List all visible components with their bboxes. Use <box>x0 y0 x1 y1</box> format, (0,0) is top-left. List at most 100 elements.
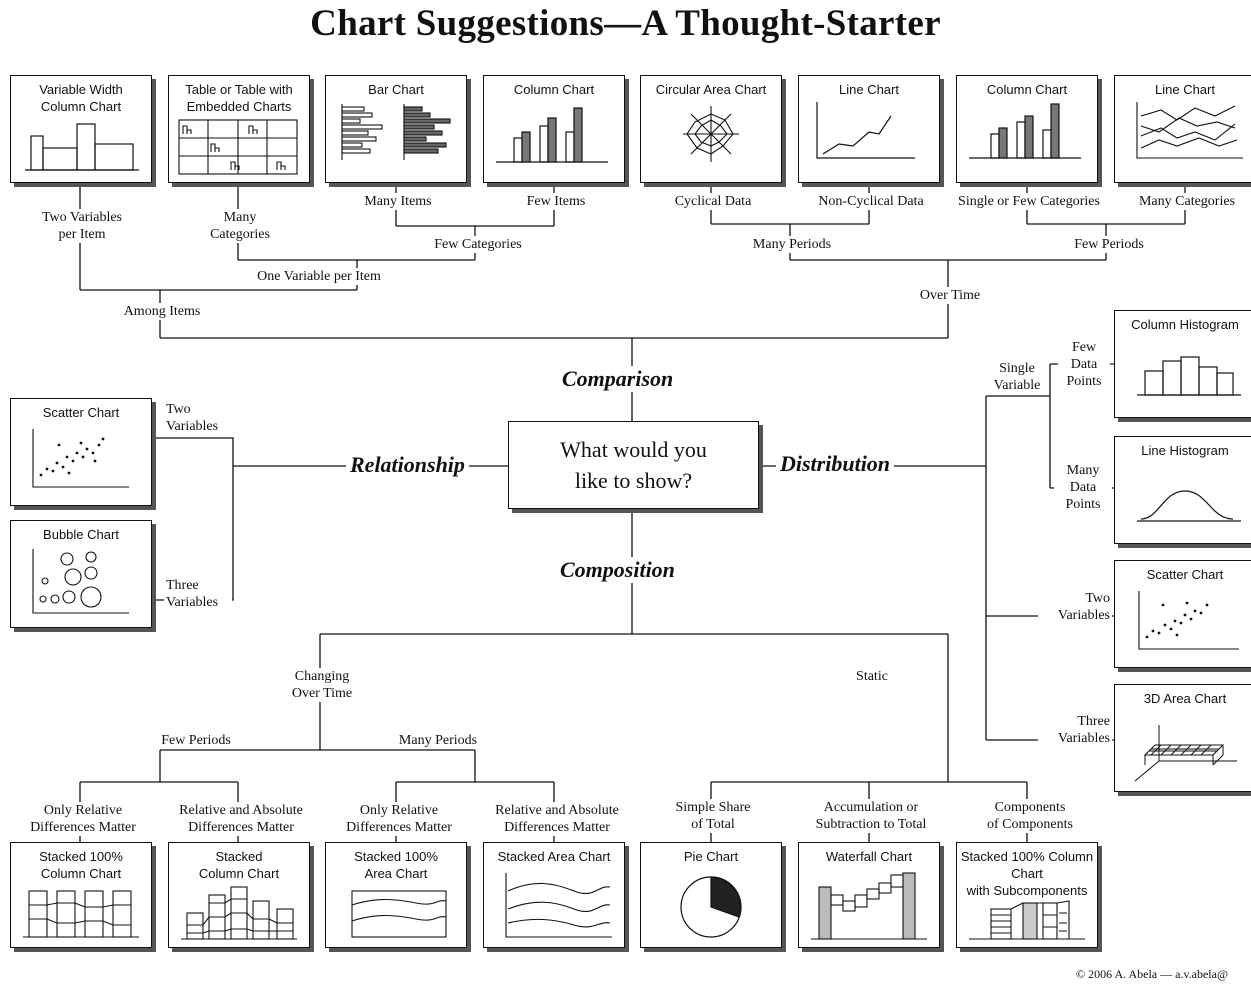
label-many-periods-bottom: Many Periods <box>388 732 488 749</box>
column-chart-icon <box>969 103 1081 159</box>
category-composition: Composition <box>556 557 679 583</box>
line-histogram-icon <box>1137 490 1241 522</box>
chart-label: Scatter Chart <box>1146 567 1224 582</box>
chart-label: Stacked Area Chart <box>497 849 611 864</box>
label-changing-over-time: Changing Over Time <box>280 668 364 702</box>
line-chart-icon <box>1136 102 1243 159</box>
circular-area-icon <box>683 106 739 162</box>
table-embedded-charts-icon <box>178 119 298 175</box>
chart-label: Scatter Chart <box>42 405 120 420</box>
chart-label: Column Chart <box>513 82 595 97</box>
stacked-column-icon <box>181 886 297 940</box>
chart-label: Line Chart <box>839 82 899 97</box>
chart-label: Column Chart <box>986 82 1068 97</box>
chart-box-variable-width-column: Variable Width Column Chart <box>10 75 152 183</box>
scatter-chart-icon <box>1138 591 1239 650</box>
chart-label: Pie Chart <box>683 849 739 864</box>
category-comparison: Comparison <box>558 366 678 392</box>
chart-label: Bar Chart <box>368 82 424 97</box>
label-many-items: Many Items <box>356 193 440 210</box>
label-few-periods: Few Periods <box>1064 236 1154 253</box>
chart-label: Line Chart <box>1155 82 1215 97</box>
category-distribution: Distribution <box>776 451 895 477</box>
chart-box-stacked-100-area: Stacked 100% Area Chart <box>325 842 467 948</box>
chart-label: Line Histogram <box>1141 443 1229 458</box>
label-one-variable-per-item: One Variable per Item <box>246 268 392 285</box>
chart-box-pie: Pie Chart <box>640 842 782 948</box>
chart-label: 3D Area Chart <box>1143 691 1227 706</box>
chart-label: Stacked 100% Area Chart <box>354 849 438 881</box>
chart-box-scatter: Scatter Chart <box>10 398 152 506</box>
label-over-time: Over Time <box>908 287 992 304</box>
chart-box-waterfall: Waterfall Chart <box>798 842 940 948</box>
bubble-chart-icon <box>32 549 129 614</box>
label-cyclical-data: Cyclical Data <box>664 193 762 210</box>
label-relative-and-absolute-1: Relative and Absolute Differences Matter <box>166 802 316 836</box>
label-two-variables-per-item: Two Variables per Item <box>32 209 132 243</box>
chart-box-scatter-distribution: Scatter Chart <box>1114 560 1251 668</box>
chart-label: Stacked Column Chart <box>198 849 280 881</box>
chart-box-line-noncyclical: Line Chart <box>798 75 940 183</box>
chart-label: Stacked 100% Column Chart <box>39 849 123 881</box>
chart-box-bubble: Bubble Chart <box>10 520 152 628</box>
label-relationship-two-variables: Two Variables <box>164 401 232 435</box>
label-distribution-three-variables: Three Variables <box>1038 713 1112 747</box>
bar-chart-icon <box>341 104 451 160</box>
chart-box-column-histogram: Column Histogram <box>1114 310 1251 418</box>
pie-chart-icon <box>680 876 742 938</box>
chart-box-table-embedded: Table or Table with Embedded Charts <box>168 75 310 183</box>
chart-label: Column Histogram <box>1131 317 1239 332</box>
chart-label: Bubble Chart <box>43 527 119 542</box>
label-single-or-few-categories: Single or Few Categories <box>950 193 1108 210</box>
chart-label: Waterfall Chart <box>825 849 913 864</box>
page-title: Chart Suggestions—A Thought-Starter <box>310 3 941 44</box>
label-single-variable: Single Variable <box>986 360 1048 394</box>
label-many-data-points: Many Data Points <box>1054 462 1112 513</box>
center-question: What would you like to show? <box>508 421 759 509</box>
label-simple-share-of-total: Simple Share of Total <box>662 799 764 833</box>
stacked-100-area-icon <box>351 890 447 938</box>
copyright: © 2006 A. Abela — a.v.abela@ <box>1076 967 1229 981</box>
label-only-relative-2: Only Relative Differences Matter <box>336 802 462 836</box>
label-few-periods-bottom: Few Periods <box>152 732 240 749</box>
label-non-cyclical-data: Non-Cyclical Data <box>806 193 936 210</box>
chart-box-bar: Bar Chart <box>325 75 467 183</box>
stacked-100-column-icon <box>23 890 139 938</box>
label-static: Static <box>844 668 900 685</box>
label-many-categories-right: Many Categories <box>1126 193 1248 210</box>
label-among-items: Among Items <box>112 303 212 320</box>
label-only-relative-1: Only Relative Differences Matter <box>20 802 146 836</box>
chart-box-circular-area: Circular Area Chart <box>640 75 782 183</box>
chart-box-stacked-100-column: Stacked 100% Column Chart <box>10 842 152 948</box>
chart-box-line-histogram: Line Histogram <box>1114 436 1251 544</box>
column-histogram-icon <box>1137 356 1241 396</box>
variable-width-column-icon <box>25 123 139 171</box>
scatter-chart-icon <box>32 429 129 488</box>
label-relationship-three-variables: Three Variables <box>164 577 232 611</box>
label-distribution-two-variables: Two Variables <box>1038 590 1112 624</box>
chart-box-column-few-items: Column Chart <box>483 75 625 183</box>
column-chart-icon <box>496 107 608 163</box>
chart-box-column-over-time: Column Chart <box>956 75 1098 183</box>
chart-label: Table or Table with Embedded Charts <box>185 82 293 114</box>
chart-box-line-many-categories: Line Chart <box>1114 75 1251 183</box>
label-accumulation-or-subtraction: Accumulation or Subtraction to Total <box>800 799 942 833</box>
label-few-categories: Few Categories <box>426 236 530 253</box>
chart-box-stacked-area: Stacked Area Chart <box>483 842 625 948</box>
chart-box-stacked-column: Stacked Column Chart <box>168 842 310 948</box>
label-many-periods: Many Periods <box>742 236 842 253</box>
stacked-100-subcomponents-icon <box>969 900 1085 940</box>
category-relationship: Relationship <box>346 452 469 478</box>
chart-label: Circular Area Chart <box>655 82 767 97</box>
chart-box-3d-area: 3D Area Chart <box>1114 684 1251 792</box>
label-few-items: Few Items <box>516 193 596 210</box>
waterfall-chart-icon <box>811 872 927 940</box>
label-relative-and-absolute-2: Relative and Absolute Differences Matter <box>482 802 632 836</box>
label-few-data-points: Few Data Points <box>1058 339 1110 390</box>
label-components-of-components: Components of Components <box>972 799 1088 833</box>
label-many-categories: Many Categories <box>198 209 282 243</box>
line-chart-icon <box>816 102 915 159</box>
chart-box-stacked-100-subcomponents: Stacked 100% Column Chart with Subcompon… <box>956 842 1098 948</box>
chart-label: Variable Width Column Chart <box>39 82 123 114</box>
3d-area-icon <box>1134 725 1237 782</box>
